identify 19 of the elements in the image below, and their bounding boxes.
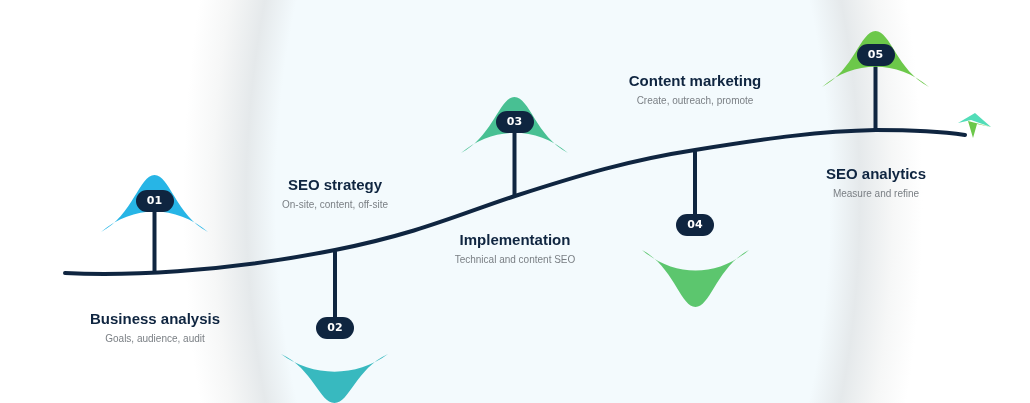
step-title: SEO analytics bbox=[825, 165, 927, 183]
step-description: Create, outreach, promote bbox=[636, 94, 754, 107]
inverted-bell-shape bbox=[281, 354, 388, 403]
step-description: On-site, content, off-site bbox=[282, 198, 388, 211]
step-number-badge: 01 bbox=[135, 190, 174, 212]
stem-line bbox=[693, 150, 697, 214]
step-title: Content marketing bbox=[628, 72, 762, 90]
step-number-badge: 05 bbox=[856, 44, 895, 66]
step-title: Implementation bbox=[459, 231, 571, 249]
step-number-badge: 03 bbox=[495, 111, 534, 133]
step-description: Measure and refine bbox=[832, 187, 920, 200]
step-description: Goals, audience, audit bbox=[105, 332, 205, 345]
step-title: SEO strategy bbox=[287, 176, 383, 194]
step-description: Technical and content SEO bbox=[454, 253, 576, 266]
step-title: Business analysis bbox=[89, 310, 221, 328]
stem-line bbox=[333, 250, 337, 317]
timeline-curve bbox=[63, 128, 967, 276]
step-number-badge: 02 bbox=[316, 317, 354, 339]
inverted-bell-shape bbox=[642, 250, 749, 307]
